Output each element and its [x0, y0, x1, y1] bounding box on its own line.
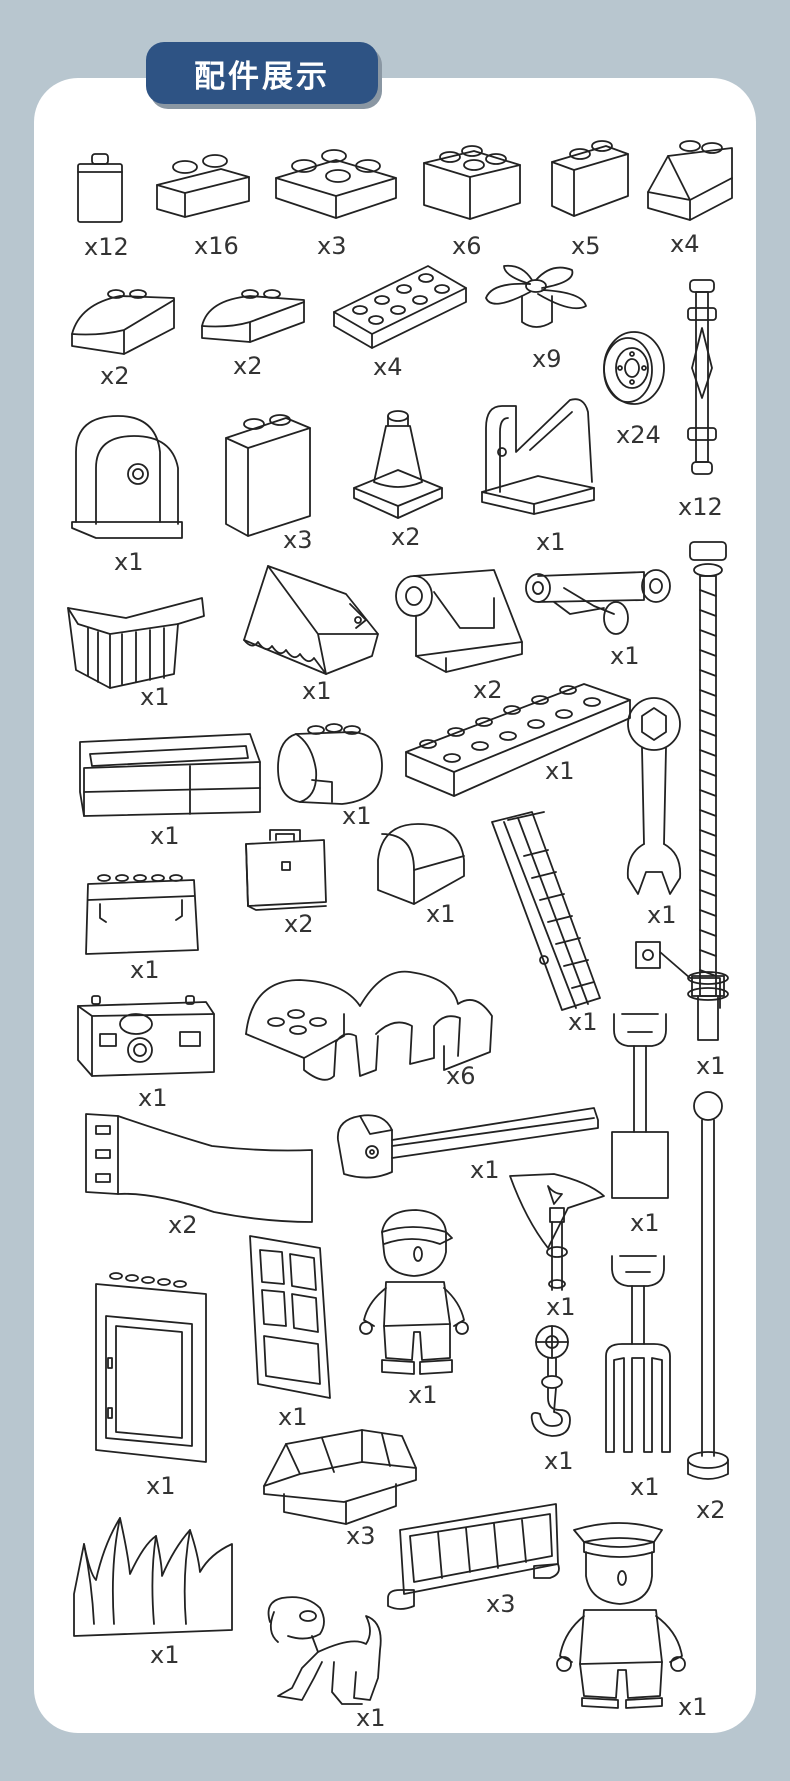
slope-brick-icon	[646, 138, 734, 222]
part-qty: x6	[452, 232, 482, 260]
brick-1x2-tall-icon	[550, 140, 630, 220]
part-qty: x3	[283, 526, 313, 554]
part-qty: x3	[346, 1522, 376, 1550]
police-figure-icon	[550, 1516, 694, 1710]
wrench-icon	[624, 694, 684, 900]
part-qty: x5	[571, 232, 601, 260]
mudguards-icon	[244, 966, 494, 1088]
part-qty: x1	[545, 757, 575, 785]
part-qty: x1	[568, 1008, 598, 1036]
round-brick-icon	[276, 720, 386, 806]
title-banner: 配件展示	[146, 42, 378, 104]
battery-box-icon	[82, 870, 202, 956]
propeller-icon	[482, 262, 590, 334]
hammer-arm-icon	[330, 1106, 600, 1184]
part-qty: x16	[194, 232, 239, 260]
part-qty: x1	[544, 1447, 574, 1475]
part-qty: x1	[130, 956, 160, 984]
shovel-icon	[608, 1012, 672, 1204]
pitchfork-icon	[604, 1254, 672, 1458]
part-qty: x1	[342, 802, 372, 830]
hook-icon	[526, 1324, 584, 1442]
toolbox-icon	[242, 826, 328, 912]
crane-pillar-icon	[684, 540, 732, 1041]
bulldozer-bucket-icon	[238, 564, 384, 676]
part-qty: x9	[532, 345, 562, 373]
part-qty: x1	[356, 1704, 386, 1732]
part-qty: x2	[696, 1496, 726, 1524]
part-qty: x3	[486, 1590, 516, 1618]
part-qty: x2	[473, 676, 503, 704]
crane-base-bracket-icon	[630, 938, 730, 1009]
curved-brick-icon	[70, 286, 176, 356]
part-qty: x1	[630, 1209, 660, 1237]
axle-wheels-icon	[524, 566, 674, 638]
cabinet-icon	[94, 1270, 210, 1464]
part-qty: x2	[168, 1211, 198, 1239]
window-frame-icon	[248, 1234, 332, 1400]
part-qty: x1	[630, 1473, 660, 1501]
grass-icon	[70, 1514, 234, 1640]
chassis-icon	[76, 994, 216, 1078]
axe-icon	[508, 1172, 608, 1296]
part-qty: x1	[536, 528, 566, 556]
brick-2x2-tall-icon	[422, 145, 522, 221]
part-qty: x1	[696, 1052, 726, 1080]
part-qty: x1	[114, 548, 144, 576]
page-title: 配件展示	[194, 58, 330, 95]
axle-icon	[682, 278, 722, 478]
part-qty: x3	[317, 232, 347, 260]
arch-icon	[372, 820, 468, 906]
part-qty: x1	[408, 1381, 438, 1409]
plate-2x4-icon	[332, 260, 468, 350]
part-qty: x24	[616, 421, 661, 449]
brick-1x2-icon	[155, 154, 251, 219]
part-qty: x1	[546, 1293, 576, 1321]
brick-2x2-icon	[274, 148, 398, 220]
part-qty: x1	[302, 677, 332, 705]
part-qty: x1	[678, 1693, 708, 1721]
curved-brick-small-icon	[200, 286, 306, 346]
dog-figure-icon	[262, 1592, 398, 1708]
part-qty: x1	[470, 1156, 500, 1184]
ladder-icon	[490, 808, 602, 1012]
slide-icon	[84, 1112, 316, 1224]
part-qty: x1	[647, 901, 677, 929]
part-qty: x2	[391, 523, 421, 551]
part-qty: x4	[670, 230, 700, 258]
long-plate-icon	[404, 680, 632, 800]
part-qty: x2	[284, 910, 314, 938]
open-box-icon	[78, 732, 262, 818]
fence-icon	[386, 1502, 562, 1614]
part-qty: x1	[426, 900, 456, 928]
roof-brick-icon	[262, 1428, 418, 1528]
part-qty: x1	[140, 683, 170, 711]
part-qty: x1	[278, 1403, 308, 1431]
lamp-post-icon	[686, 1090, 730, 1486]
dump-bed-icon	[66, 594, 206, 690]
roller-bracket-icon	[394, 568, 524, 674]
part-qty: x4	[373, 353, 403, 381]
part-qty: x1	[150, 822, 180, 850]
part-qty: x12	[84, 233, 129, 261]
part-qty: x2	[233, 352, 263, 380]
part-qty: x1	[138, 1084, 168, 1112]
part-qty: x1	[610, 642, 640, 670]
wheel-icon	[598, 330, 668, 410]
worker-figure-icon	[356, 1208, 476, 1376]
part-qty: x2	[100, 362, 130, 390]
crane-mount-icon	[480, 392, 596, 516]
part-qty: x12	[678, 493, 723, 521]
brick-1x1-icon	[76, 152, 124, 224]
traffic-cone-icon	[352, 406, 444, 522]
part-qty: x6	[446, 1062, 476, 1090]
part-qty: x1	[150, 1641, 180, 1669]
winch-housing-icon	[70, 412, 186, 542]
part-qty: x1	[146, 1472, 176, 1500]
brick-tall-icon	[224, 412, 312, 538]
